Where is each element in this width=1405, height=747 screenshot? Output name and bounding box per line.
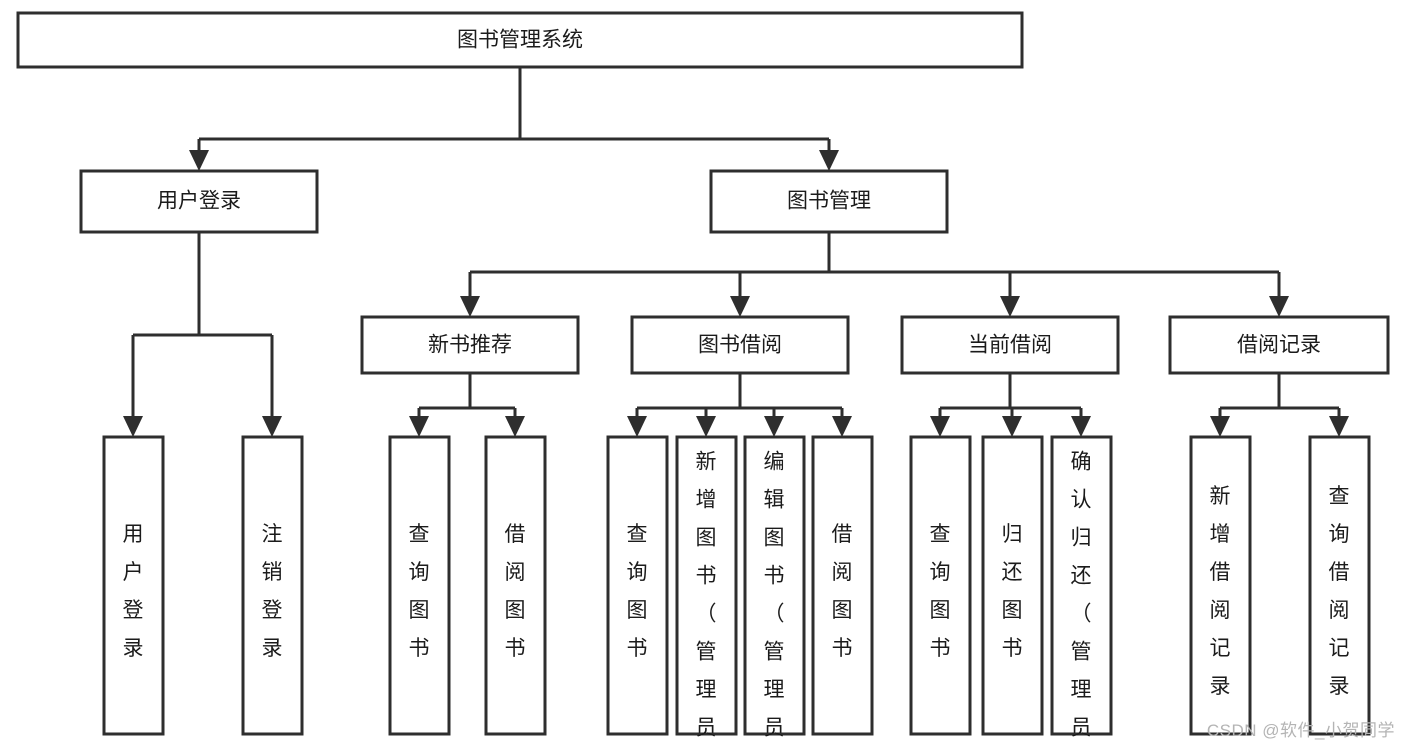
node-book-borrow-label: 图书借阅 (698, 334, 782, 357)
node-leaf-confirm-return-admin[interactable]: 确认归还（管理员） (1050, 435, 1113, 747)
node-leaf-user-login-label: 用户登录 (123, 523, 144, 660)
node-leaf-edit-book-admin-box (743, 435, 806, 736)
arrow-bookborrow-leaf-4 (832, 416, 852, 437)
arrow-currentborrow-leaf-3 (1071, 416, 1091, 437)
node-leaf-user-login[interactable]: 用户登录 (102, 435, 165, 736)
arrow-bookmgmt-to-borrow-record (1269, 296, 1289, 317)
node-leaf-add-book-admin-label: 新增图书（管理员） (696, 451, 717, 747)
node-leaf-add-borrow-record[interactable]: 新增借阅记录 (1189, 435, 1252, 736)
node-leaf-logout[interactable]: 注销登录 (241, 435, 304, 736)
node-leaf-user-login-box (102, 435, 165, 736)
node-leaf-confirm-return-admin-label: 确认归还（管理员） (1071, 451, 1092, 747)
connector-layer (123, 67, 1349, 437)
node-leaf-query-book-current[interactable]: 查询图书 (909, 435, 972, 736)
arrow-borrowrecord-leaf-2 (1329, 416, 1349, 437)
arrow-bookmgmt-to-current-borrow (1000, 296, 1020, 317)
arrow-bookborrow-leaf-3 (764, 416, 784, 437)
node-borrow-record-box (1168, 315, 1390, 375)
arrow-bookborrow-leaf-1 (627, 416, 647, 437)
node-current-borrow-box (900, 315, 1120, 375)
node-leaf-logout-label: 注销登录 (262, 523, 283, 660)
node-leaf-borrow-book-rec[interactable]: 借阅图书 (484, 435, 547, 736)
node-leaf-query-book-current-label: 查询图书 (930, 523, 951, 660)
node-leaf-add-borrow-record-label: 新增借阅记录 (1210, 485, 1231, 698)
arrow-currentborrow-leaf-1 (930, 416, 950, 437)
node-leaf-add-book-admin-box (675, 435, 738, 736)
arrow-userlogin-leaf-2 (262, 416, 282, 437)
node-leaf-return-book-label: 归还图书 (1002, 523, 1023, 660)
node-leaf-edit-book-admin[interactable]: 编辑图书（管理员） (743, 435, 806, 747)
node-user-login[interactable]: 用户登录 (79, 169, 319, 234)
node-leaf-query-book-rec[interactable]: 查询图书 (388, 435, 451, 736)
node-new-book-recommend-label: 新书推荐 (428, 334, 512, 357)
arrow-bookborrow-leaf-2 (696, 416, 716, 437)
node-user-login-box (79, 169, 319, 234)
arrow-bookmgmt-to-new-book (460, 296, 480, 317)
node-book-management-label: 图书管理 (787, 190, 871, 213)
node-book-management-box (709, 169, 949, 234)
node-root-label: 图书管理系统 (457, 29, 583, 52)
node-leaf-query-book-borrow-box (606, 435, 669, 736)
node-book-borrow-box (630, 315, 850, 375)
node-new-book-recommend-box (360, 315, 580, 375)
node-leaf-logout-box (241, 435, 304, 736)
arrow-currentborrow-leaf-2 (1002, 416, 1022, 437)
arrow-root-to-user-login (189, 150, 209, 171)
node-leaf-edit-book-admin-label: 编辑图书（管理员） (764, 451, 785, 747)
node-borrow-record-label: 借阅记录 (1237, 334, 1321, 357)
node-leaf-query-book-borrow-label: 查询图书 (627, 523, 648, 660)
node-leaf-query-borrow-record-box (1308, 435, 1371, 736)
node-current-borrow[interactable]: 当前借阅 (900, 315, 1120, 375)
node-leaf-query-book-borrow[interactable]: 查询图书 (606, 435, 669, 736)
node-leaf-borrow-book-label: 借阅图书 (832, 523, 853, 660)
node-root-box (16, 11, 1024, 69)
node-leaf-borrow-book[interactable]: 借阅图书 (811, 435, 874, 736)
node-user-login-label: 用户登录 (157, 190, 241, 213)
arrow-newbook-leaf-2 (505, 416, 525, 437)
arrow-newbook-leaf-1 (409, 416, 429, 437)
node-leaf-query-book-rec-box (388, 435, 451, 736)
node-book-borrow[interactable]: 图书借阅 (630, 315, 850, 375)
node-leaf-confirm-return-admin-box (1050, 435, 1113, 736)
node-leaf-query-book-rec-label: 查询图书 (409, 523, 430, 660)
node-leaf-add-book-admin[interactable]: 新增图书（管理员） (675, 435, 738, 747)
arrow-bookmgmt-to-book-borrow (730, 296, 750, 317)
node-leaf-borrow-book-rec-box (484, 435, 547, 736)
csdn-watermark: CSDN @软件_小贺同学 (1206, 721, 1395, 740)
node-leaf-add-borrow-record-box (1189, 435, 1252, 736)
node-leaf-return-book[interactable]: 归还图书 (981, 435, 1044, 736)
node-root[interactable]: 图书管理系统 (16, 11, 1024, 69)
node-leaf-borrow-book-box (811, 435, 874, 736)
node-leaf-borrow-book-rec-label: 借阅图书 (505, 523, 526, 660)
node-leaf-query-book-current-box (909, 435, 972, 736)
arrow-borrowrecord-leaf-1 (1210, 416, 1230, 437)
node-new-book-recommend[interactable]: 新书推荐 (360, 315, 580, 375)
node-borrow-record[interactable]: 借阅记录 (1168, 315, 1390, 375)
node-leaf-query-borrow-record[interactable]: 查询借阅记录 (1308, 435, 1371, 736)
arrow-userlogin-leaf-1 (123, 416, 143, 437)
node-book-management[interactable]: 图书管理 (709, 169, 949, 234)
node-leaf-return-book-box (981, 435, 1044, 736)
node-leaf-query-borrow-record-label: 查询借阅记录 (1329, 485, 1350, 698)
arrow-root-to-book-management (819, 150, 839, 171)
node-current-borrow-label: 当前借阅 (968, 334, 1052, 357)
